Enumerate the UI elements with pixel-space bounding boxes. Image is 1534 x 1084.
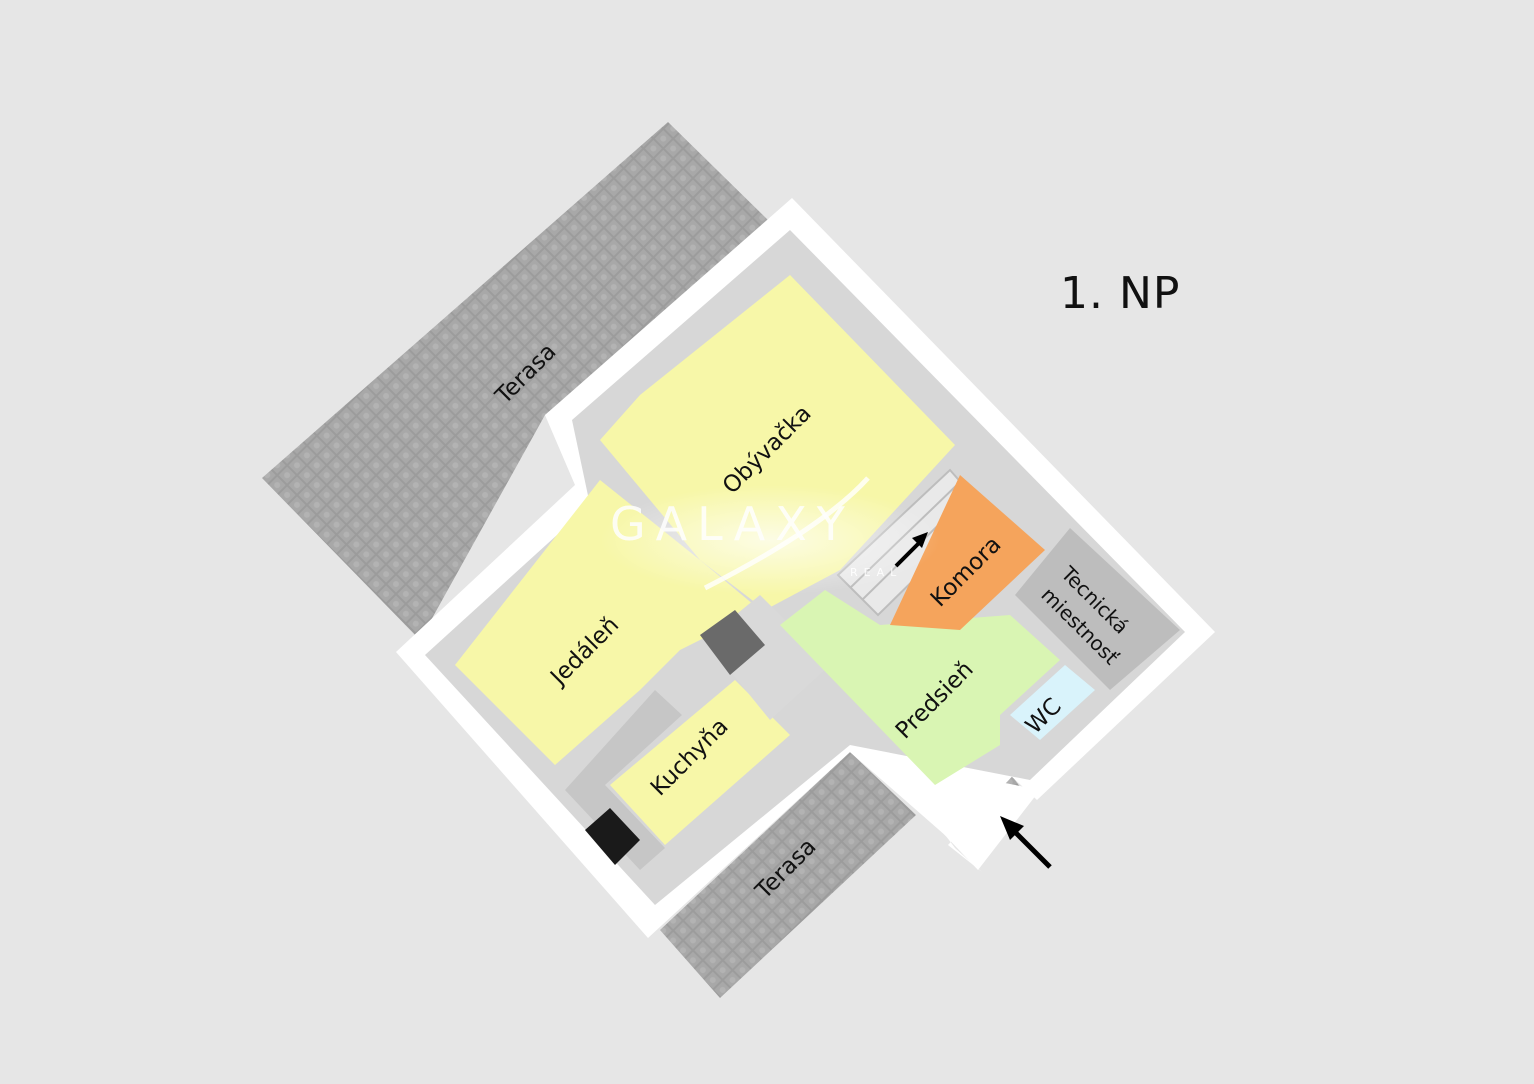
outer-wall-entrance xyxy=(850,752,1040,870)
floor-title: 1. NP xyxy=(1060,268,1181,319)
fridge xyxy=(700,610,765,675)
room-komora xyxy=(890,475,1045,630)
stove xyxy=(585,808,640,865)
arrow-up-right-icon xyxy=(894,532,928,568)
watermark-brand: GALAXY xyxy=(610,497,855,551)
room-kuchyna xyxy=(610,680,790,845)
kitchen-counter xyxy=(565,690,682,870)
room-wc xyxy=(1010,665,1095,740)
terrace-bottom xyxy=(660,752,916,998)
terrace-top xyxy=(262,122,770,640)
watermark-sub: REAL xyxy=(850,566,902,579)
room-predsien xyxy=(780,590,1060,785)
galaxy-watermark: GALAXY REAL xyxy=(600,476,940,595)
room-technicka xyxy=(1015,528,1180,690)
arrow-up-left-icon xyxy=(1000,816,1052,869)
